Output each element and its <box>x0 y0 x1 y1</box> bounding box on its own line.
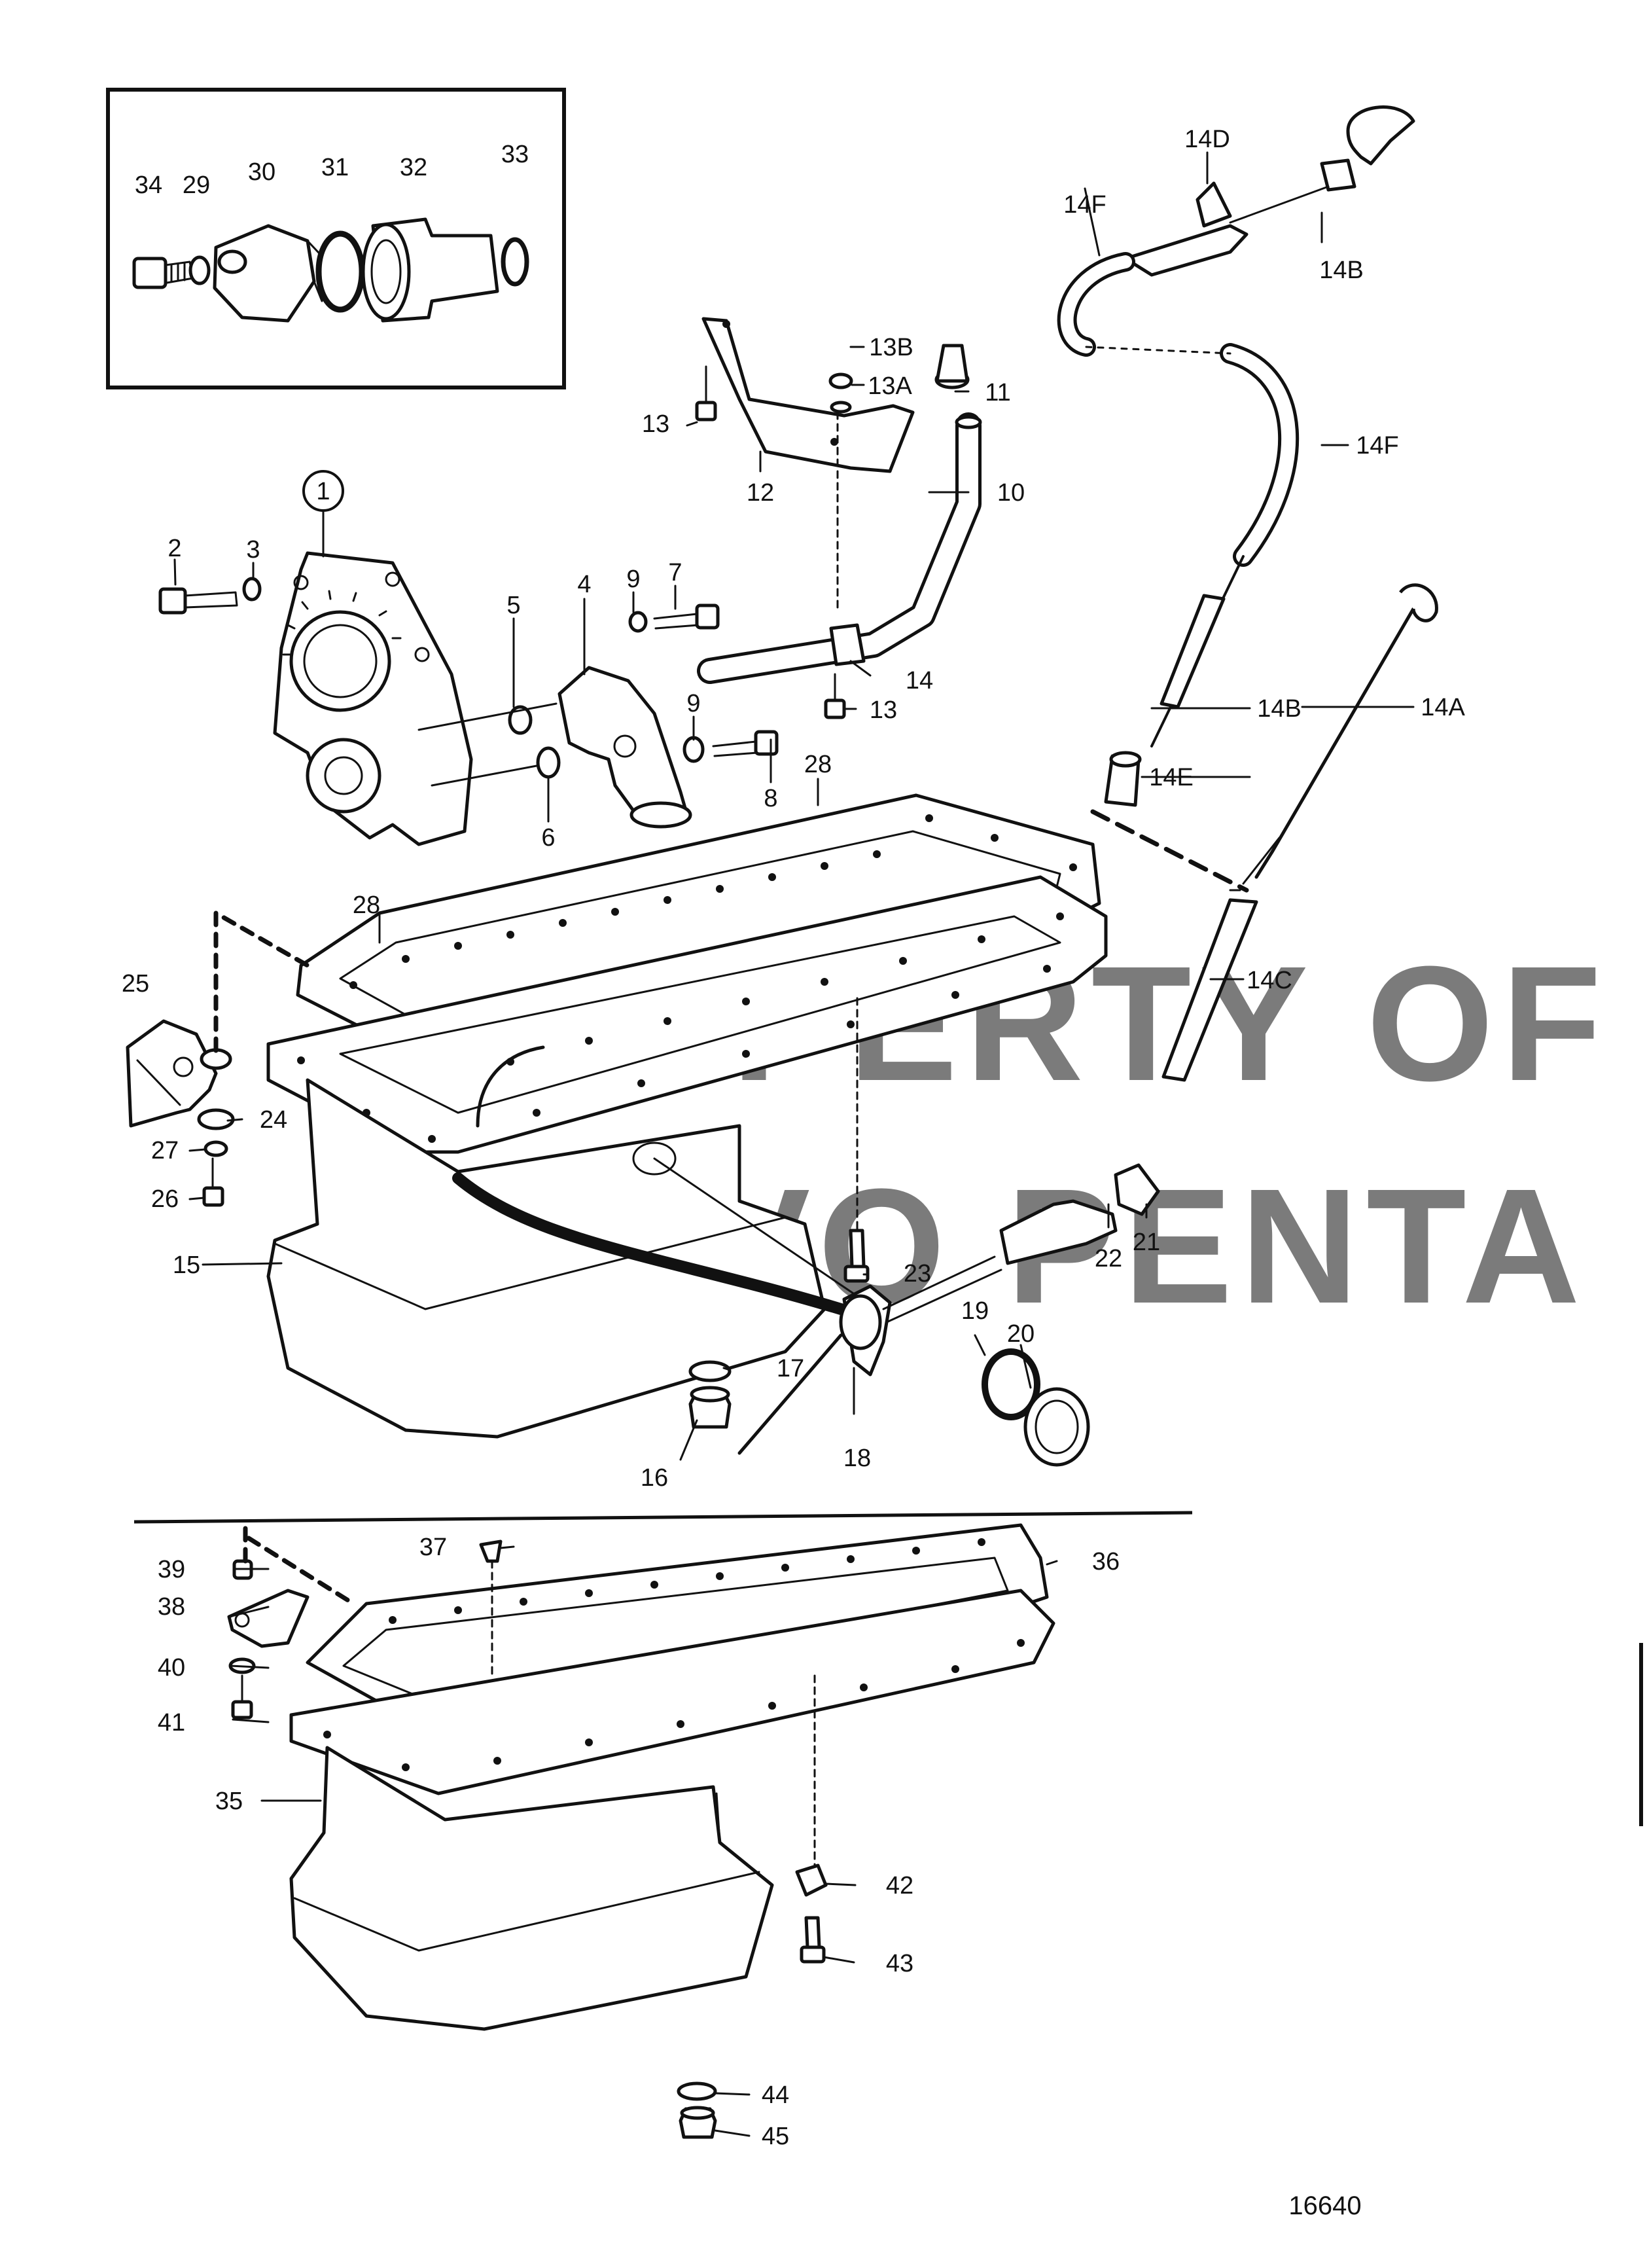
callout-1: 1 <box>316 478 330 505</box>
lower-drain-plug <box>677 2081 717 2139</box>
inset-sleeve <box>361 217 499 323</box>
callout-14B-mid: 14B <box>1257 695 1302 723</box>
callout-14A: 14A <box>1421 694 1465 721</box>
suction-pipe <box>417 611 705 829</box>
callout-14E: 14E <box>1149 764 1194 791</box>
callout-15: 15 <box>173 1251 200 1279</box>
callout-13-lower: 13 <box>870 696 897 724</box>
inset-washer <box>188 255 211 285</box>
callout-10: 10 <box>997 479 1025 507</box>
callout-14C: 14C <box>1247 967 1292 994</box>
callout-36: 36 <box>1092 1548 1120 1575</box>
callout-35: 35 <box>215 1788 243 1815</box>
dipstick <box>1090 583 1438 1082</box>
callout-14: 14 <box>906 667 933 694</box>
callout-18: 18 <box>843 1445 871 1472</box>
drawing-number: 16640 <box>1288 2191 1361 2220</box>
inset-bolt <box>132 257 194 289</box>
flange-holes <box>297 814 1077 1143</box>
callout-41: 41 <box>158 1709 185 1737</box>
callout-34: 34 <box>135 171 162 199</box>
callout-20: 20 <box>1007 1320 1035 1348</box>
stud-37 <box>479 1539 503 1677</box>
sump-mounting-bracket <box>126 910 310 1207</box>
callout-7: 7 <box>668 559 682 586</box>
callout-13A: 13A <box>868 372 912 400</box>
callout-12: 12 <box>747 479 774 507</box>
callout-1-circle <box>302 470 344 512</box>
callout-44: 44 <box>762 2081 789 2109</box>
upper-drain-plug <box>688 1360 732 1429</box>
leader-lines <box>136 151 1415 2137</box>
callout-4: 4 <box>577 571 591 598</box>
inset-cover <box>213 224 328 323</box>
callout-2: 2 <box>168 535 181 562</box>
callout-14D: 14D <box>1184 126 1230 153</box>
lower-mounting-bracket <box>227 1526 356 1719</box>
callout-37: 37 <box>419 1534 447 1561</box>
lower-oil-sump <box>289 1523 1055 2031</box>
inset-detail <box>106 88 566 389</box>
lower-flange-holes <box>323 1538 1025 1771</box>
callout-14B-top: 14B <box>1319 257 1364 284</box>
dipstick-guide-tube <box>695 344 982 719</box>
callout-19: 19 <box>961 1297 989 1325</box>
inset-frame <box>106 88 566 389</box>
nut-13b <box>828 372 853 389</box>
callout-14F-top: 14F <box>1063 191 1106 219</box>
callout-8: 8 <box>764 785 777 812</box>
bolt-7 <box>653 603 720 630</box>
callout-6: 6 <box>541 824 555 852</box>
callout-39: 39 <box>158 1556 185 1583</box>
callout-43: 43 <box>886 1950 913 1977</box>
callout-23: 23 <box>904 1260 931 1287</box>
bolt-42-43 <box>795 1674 828 1964</box>
callout-45: 45 <box>762 2123 789 2150</box>
callout-32: 32 <box>400 154 427 181</box>
drain-pump-cable <box>1057 105 1415 807</box>
callout-26: 26 <box>151 1185 179 1213</box>
callout-9-lower: 9 <box>686 690 700 717</box>
bolt-13-lower <box>824 698 846 719</box>
callout-40: 40 <box>158 1654 185 1682</box>
callout-labels: 1 2 3 4 5 6 7 8 9 9 10 11 12 13 13 13A 1… <box>122 126 1466 2150</box>
callout-24: 24 <box>260 1106 287 1134</box>
callout-31: 31 <box>321 154 349 181</box>
callout-13-upper: 13 <box>642 410 669 438</box>
callout-22: 22 <box>1095 1245 1122 1272</box>
callout-28-upper: 28 <box>804 751 832 778</box>
callout-9-upper: 9 <box>626 566 640 593</box>
callout-14F-mid: 14F <box>1356 432 1398 459</box>
bolt-13-upper <box>695 401 717 422</box>
inset-o-ring <box>315 230 365 313</box>
callout-27: 27 <box>151 1137 179 1164</box>
callout-5: 5 <box>506 592 520 619</box>
callout-30: 30 <box>248 158 275 186</box>
callout-38: 38 <box>158 1593 185 1621</box>
bracket <box>701 317 915 473</box>
callout-42: 42 <box>886 1872 913 1899</box>
inset-o-ring-small <box>501 237 529 287</box>
washer-13a <box>830 401 852 414</box>
callout-21: 21 <box>1133 1229 1160 1256</box>
bolt-23 <box>843 997 870 1283</box>
callout-29: 29 <box>183 171 210 199</box>
callout-13B: 13B <box>869 334 913 361</box>
callout-28-lower: 28 <box>353 891 380 919</box>
bolt-8 <box>712 730 779 757</box>
upper-oil-sump <box>266 793 1108 1439</box>
section-divider <box>133 1511 1193 1524</box>
drain-hose-assembly <box>737 1163 1160 1467</box>
pump-bolt <box>158 577 262 615</box>
callout-3: 3 <box>246 536 260 564</box>
oil-pump <box>273 551 473 846</box>
callout-17: 17 <box>777 1355 804 1382</box>
callout-25: 25 <box>122 970 149 998</box>
callout-11: 11 <box>985 379 1010 406</box>
callout-33: 33 <box>501 141 529 168</box>
callout-16: 16 <box>641 1464 668 1492</box>
